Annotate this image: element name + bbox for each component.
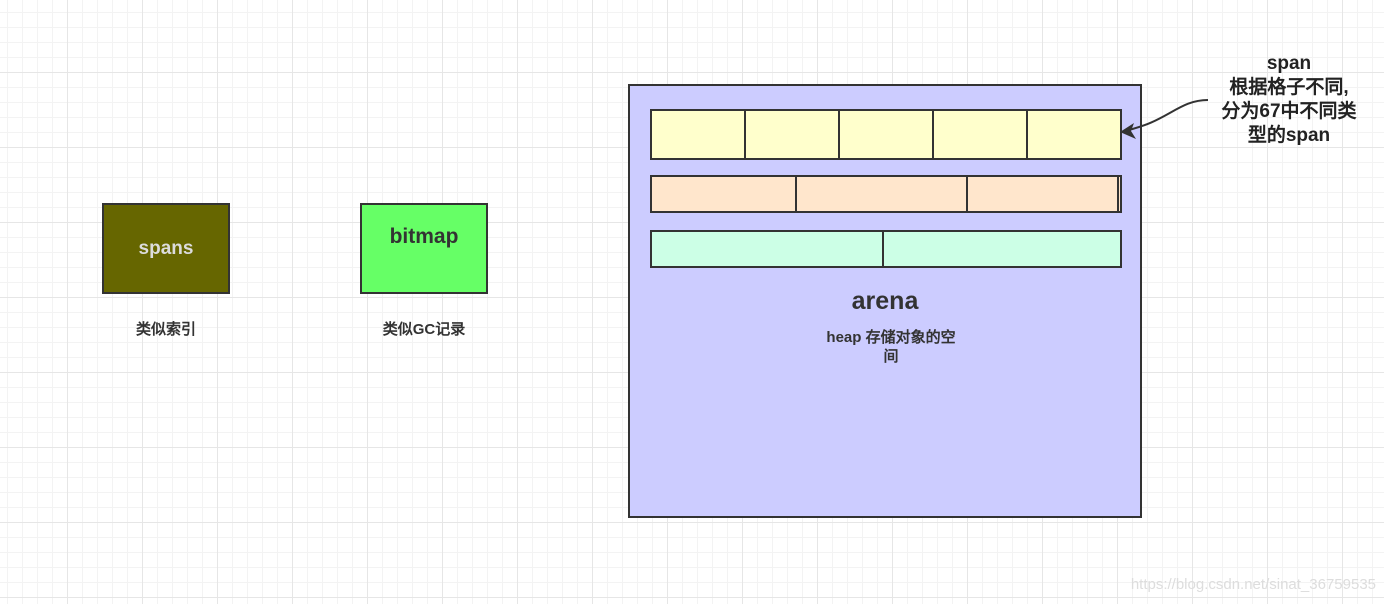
span-row-medium bbox=[650, 175, 1122, 213]
arrow-head bbox=[1120, 123, 1136, 139]
arena-description-line: 间 bbox=[883, 348, 899, 365]
arena-title: arena bbox=[851, 287, 919, 315]
arena-description: heap 存储对象的空 间 bbox=[806, 328, 976, 366]
span-cell bbox=[840, 111, 934, 158]
span-row-large bbox=[650, 230, 1122, 268]
spans-caption: 类似索引 bbox=[135, 321, 196, 338]
span-cell bbox=[746, 111, 840, 158]
span-annotation: span 根据格子不同, 分为67中不同类 型的span bbox=[1196, 52, 1382, 148]
span-cell bbox=[797, 177, 968, 211]
arena-description-line: heap 存储对象的空 bbox=[826, 329, 956, 346]
annotation-line: span bbox=[1266, 53, 1312, 74]
span-row-small bbox=[650, 109, 1122, 160]
span-cell bbox=[652, 111, 746, 158]
annotation-line: 根据格子不同, bbox=[1229, 77, 1349, 98]
span-cell bbox=[934, 111, 1028, 158]
arrow-line bbox=[1123, 99, 1209, 132]
bitmap-box: bitmap bbox=[360, 203, 488, 294]
spans-box: spans bbox=[102, 203, 230, 294]
watermark: https://blog.csdn.net/sinat_36759535 bbox=[1130, 576, 1376, 593]
bitmap-caption: 类似GC记录 bbox=[382, 321, 466, 338]
arena-box: arena heap 存储对象的空 间 bbox=[628, 84, 1142, 518]
span-cell bbox=[652, 232, 884, 266]
annotation-line: 型的span bbox=[1247, 125, 1331, 146]
bitmap-label: bitmap bbox=[389, 225, 459, 248]
spans-label: spans bbox=[138, 238, 194, 259]
span-cell bbox=[968, 177, 1119, 211]
span-cell bbox=[652, 177, 797, 211]
annotation-line: 分为67中不同类 bbox=[1221, 101, 1357, 122]
